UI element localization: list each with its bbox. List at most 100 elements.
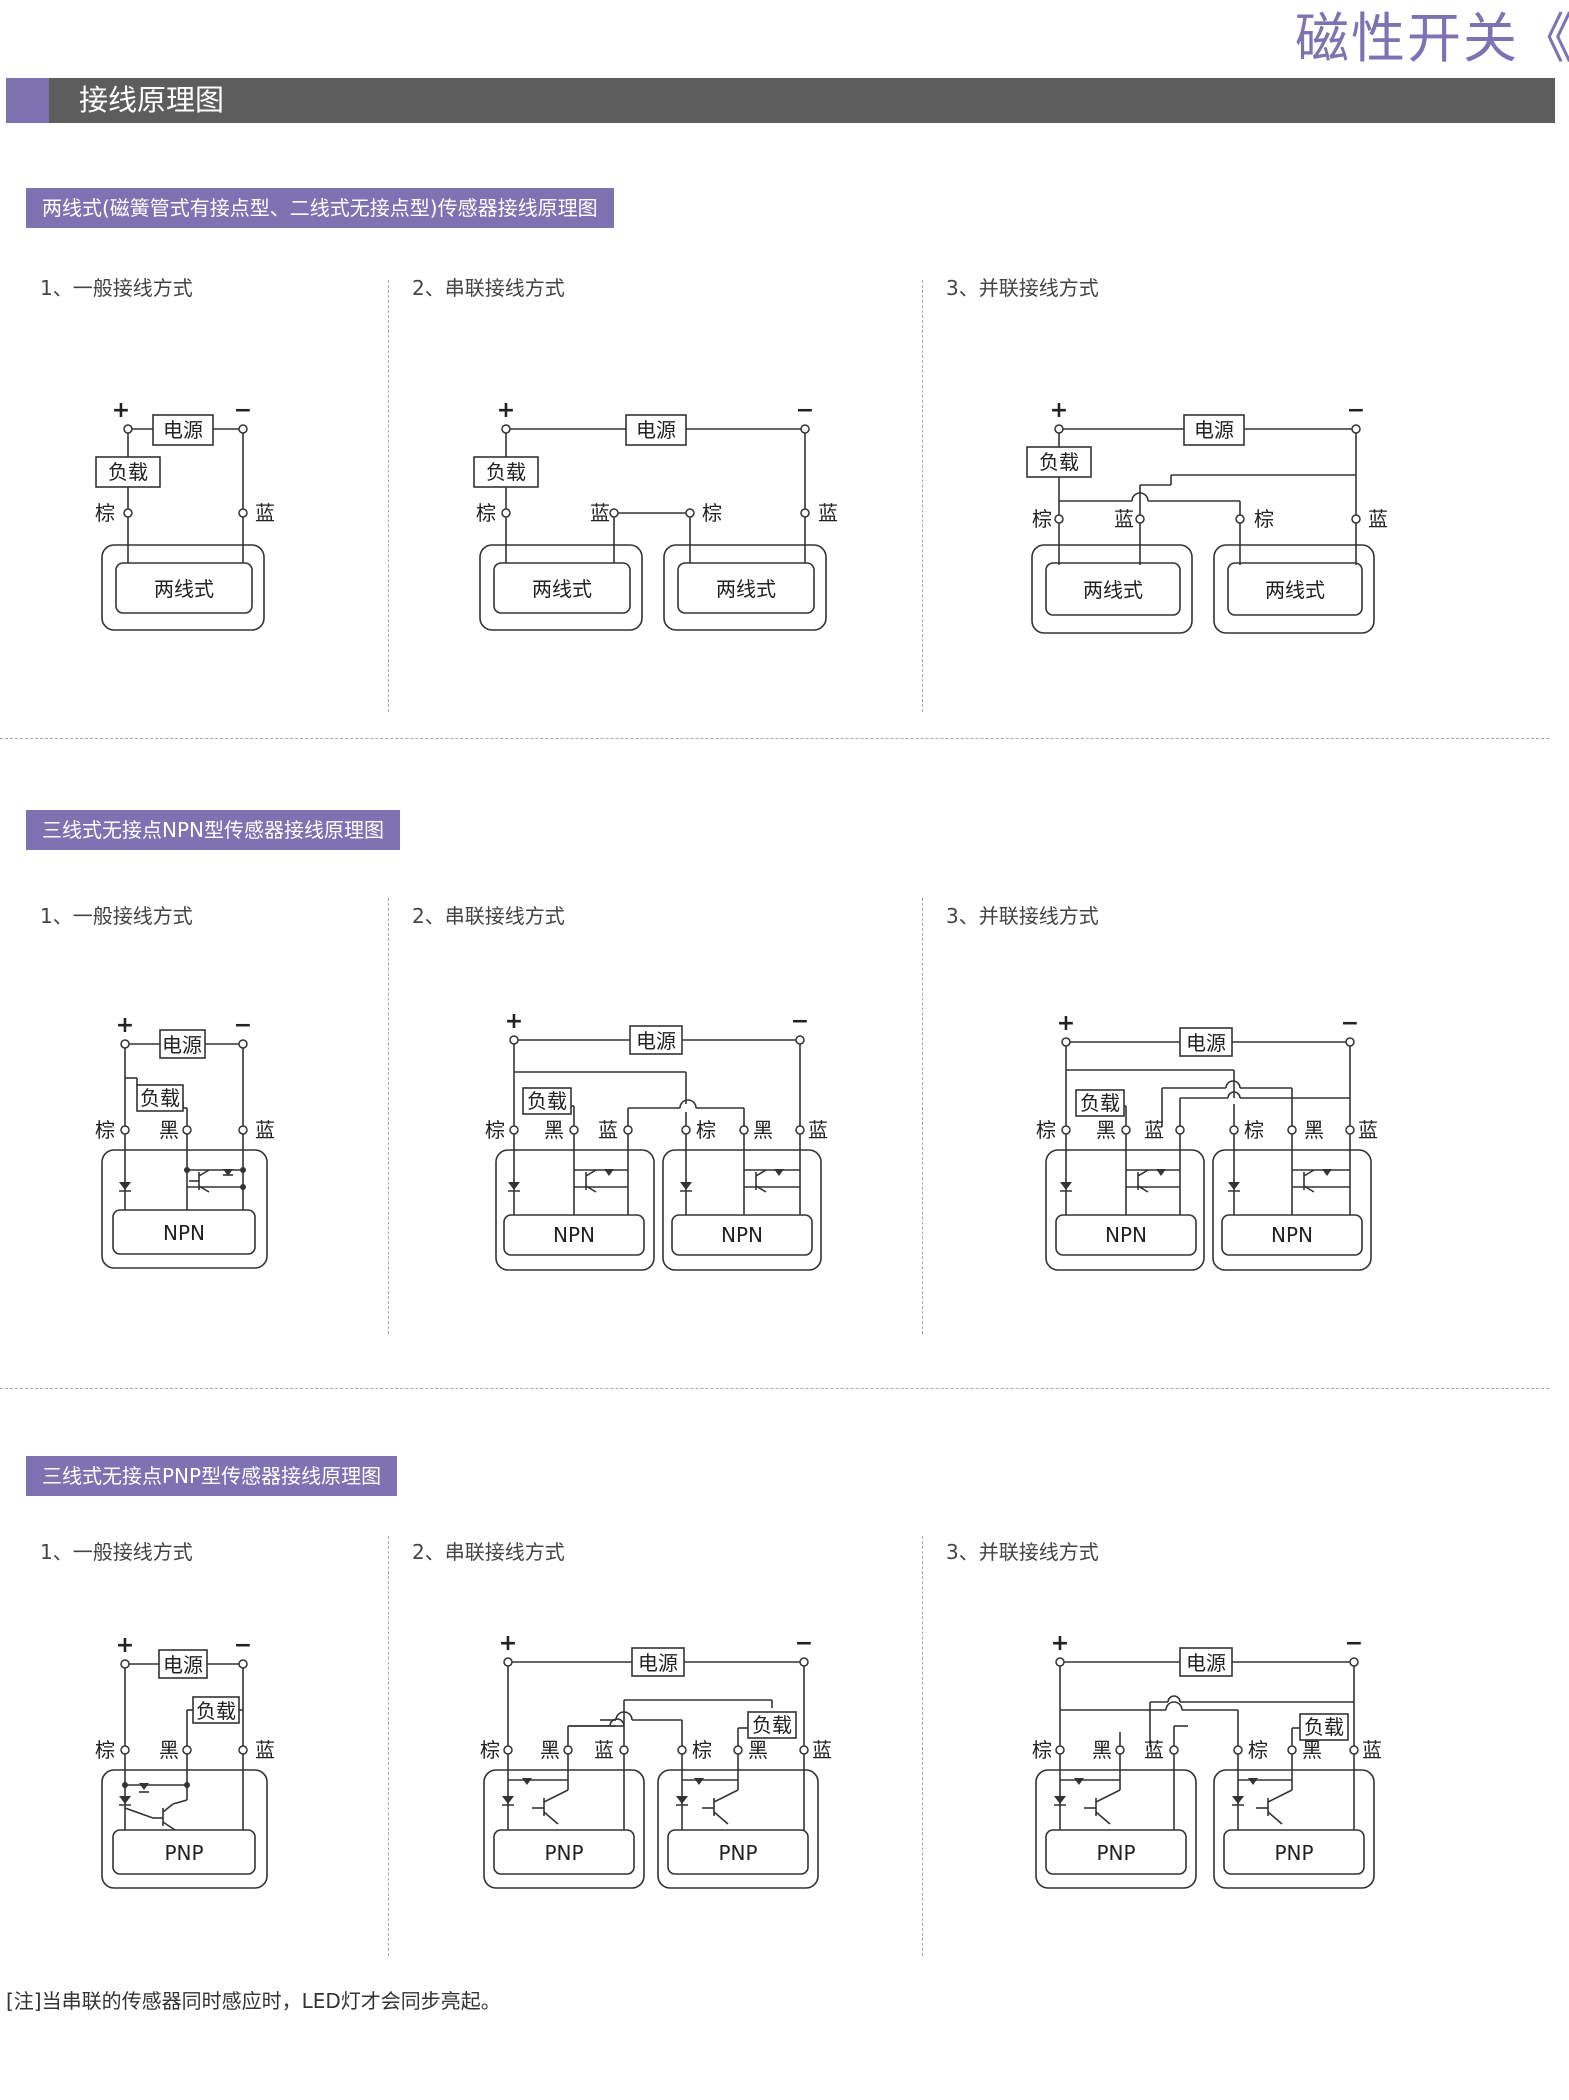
method-label-series: 2、串联接线方式 xyxy=(412,1540,565,1564)
plus-label: + xyxy=(112,398,130,423)
minus-label: − xyxy=(1345,1631,1363,1656)
minus-label: − xyxy=(795,1631,813,1656)
method-label-series: 2、串联接线方式 xyxy=(412,904,565,928)
section-heading-two-wire: 两线式(磁簧管式有接点型、二线式无接点型)传感器接线原理图 xyxy=(26,188,614,228)
pnp-parallel-diagram: + − 电源 负载 棕 黑 蓝 棕 黑 蓝 PNP PNP xyxy=(1032,1631,1382,1889)
black-label: 黑 xyxy=(1096,1118,1116,1142)
plus-label: + xyxy=(505,1009,523,1034)
power-label: 电源 xyxy=(1186,1651,1226,1675)
black-label: 黑 xyxy=(159,1738,179,1762)
power-label: 电源 xyxy=(636,418,676,442)
method-label-parallel: 3、并联接线方式 xyxy=(946,1540,1099,1564)
sensor-label: 两线式 xyxy=(716,577,776,601)
section-divider xyxy=(0,738,1549,739)
column-divider xyxy=(922,280,923,712)
section-divider xyxy=(0,1388,1549,1389)
brown-label: 棕 xyxy=(1032,507,1052,531)
sensor-label: 两线式 xyxy=(154,577,214,601)
method-label-parallel: 3、并联接线方式 xyxy=(946,276,1099,300)
brown-label: 棕 xyxy=(95,1738,115,1762)
black-label: 黑 xyxy=(1092,1738,1112,1762)
column-divider xyxy=(388,898,389,1334)
plus-label: + xyxy=(1051,1631,1069,1656)
title-accent xyxy=(6,78,49,123)
power-label: 电源 xyxy=(163,1653,203,1677)
blue-label: 蓝 xyxy=(594,1738,614,1762)
black-label: 黑 xyxy=(748,1738,768,1762)
pnp-general-diagram: + − 电源 负载 棕 黑 蓝 PNP xyxy=(95,1633,275,1889)
plus-label: + xyxy=(499,1631,517,1656)
method-label-general: 1、一般接线方式 xyxy=(40,276,193,300)
sensor-label: 两线式 xyxy=(1265,578,1325,602)
sensor-label: PNP xyxy=(1096,1841,1135,1865)
minus-label: − xyxy=(234,1013,252,1038)
method-label-series: 2、串联接线方式 xyxy=(412,276,565,300)
power-label: 电源 xyxy=(636,1029,676,1053)
page-title-bar: 接线原理图 xyxy=(6,78,1555,123)
load-label: 负载 xyxy=(140,1086,180,1110)
black-label: 黑 xyxy=(1302,1738,1322,1762)
brown-label: 棕 xyxy=(1032,1738,1052,1762)
blue-label: 蓝 xyxy=(818,501,838,525)
page-title: 接线原理图 xyxy=(79,83,225,117)
footnote: [注]当串联的传感器同时感应时，LED灯才会同步亮起。 xyxy=(6,1989,501,2013)
load-label: 负载 xyxy=(486,460,526,484)
black-label: 黑 xyxy=(544,1118,564,1142)
sensor-label: PNP xyxy=(1274,1841,1313,1865)
blue-label: 蓝 xyxy=(598,1118,618,1142)
load-label: 负载 xyxy=(108,460,148,484)
sensor-label: PNP xyxy=(164,1841,203,1865)
minus-label: − xyxy=(1347,398,1365,423)
sensor-label: PNP xyxy=(718,1841,757,1865)
column-divider xyxy=(922,1536,923,1956)
sensor-label: PNP xyxy=(544,1841,583,1865)
minus-label: − xyxy=(234,1633,252,1658)
black-label: 黑 xyxy=(540,1738,560,1762)
brown-label: 棕 xyxy=(485,1118,505,1142)
load-label: 负载 xyxy=(196,1699,236,1723)
method-label-general: 1、一般接线方式 xyxy=(40,1540,193,1564)
npn-series-diagram: + − 电源 负载 棕 黑 蓝 棕 黑 蓝 NPN NPN xyxy=(485,1009,828,1271)
sensor-label: 两线式 xyxy=(532,577,592,601)
blue-label: 蓝 xyxy=(1144,1118,1164,1142)
load-label: 负载 xyxy=(752,1713,792,1737)
blue-label: 蓝 xyxy=(1368,507,1388,531)
minus-label: − xyxy=(791,1009,809,1034)
npn-general-diagram: + − 电源 负载 棕 黑 蓝 NPN xyxy=(95,1013,275,1269)
brown-label: 棕 xyxy=(702,501,722,525)
sensor-label: NPN xyxy=(163,1221,205,1245)
power-label: 电源 xyxy=(1186,1031,1226,1055)
plus-label: + xyxy=(497,398,515,423)
brown-label: 棕 xyxy=(1244,1118,1264,1142)
method-label-parallel: 3、并联接线方式 xyxy=(946,904,1099,928)
black-label: 黑 xyxy=(753,1118,773,1142)
sensor-label: 两线式 xyxy=(1083,578,1143,602)
pnp-series-diagram: + − 电源 负载 棕 黑 蓝 棕 黑 蓝 PNP PNP xyxy=(480,1631,832,1889)
blue-label: 蓝 xyxy=(808,1118,828,1142)
brown-label: 棕 xyxy=(1254,507,1274,531)
brown-label: 棕 xyxy=(1036,1118,1056,1142)
brown-label: 棕 xyxy=(95,1118,115,1142)
brown-label: 棕 xyxy=(692,1738,712,1762)
brown-label: 棕 xyxy=(95,501,115,525)
two-wire-series-diagram: + − 电源 负载 棕 蓝 棕 蓝 两线式 两线式 xyxy=(473,398,838,631)
sensor-label: NPN xyxy=(1105,1223,1147,1247)
power-label: 电源 xyxy=(1194,418,1234,442)
npn-parallel-diagram: + − 电源 负载 棕 黑 蓝 棕 黑 蓝 NPN NPN xyxy=(1036,1011,1378,1271)
load-label: 负载 xyxy=(1039,450,1079,474)
load-label: 负载 xyxy=(1080,1091,1120,1115)
blue-label: 蓝 xyxy=(255,1738,275,1762)
black-label: 黑 xyxy=(159,1118,179,1142)
blue-label: 蓝 xyxy=(1114,507,1134,531)
blue-label: 蓝 xyxy=(255,501,275,525)
column-divider xyxy=(922,898,923,1334)
load-label: 负载 xyxy=(1304,1715,1344,1739)
load-label: 负载 xyxy=(527,1089,567,1113)
power-label: 电源 xyxy=(638,1651,678,1675)
plus-label: + xyxy=(116,1013,134,1038)
blue-label: 蓝 xyxy=(1358,1118,1378,1142)
brown-label: 棕 xyxy=(480,1738,500,1762)
method-label-general: 1、一般接线方式 xyxy=(40,904,193,928)
section-heading-npn: 三线式无接点NPN型传感器接线原理图 xyxy=(26,810,400,850)
blue-label: 蓝 xyxy=(255,1118,275,1142)
